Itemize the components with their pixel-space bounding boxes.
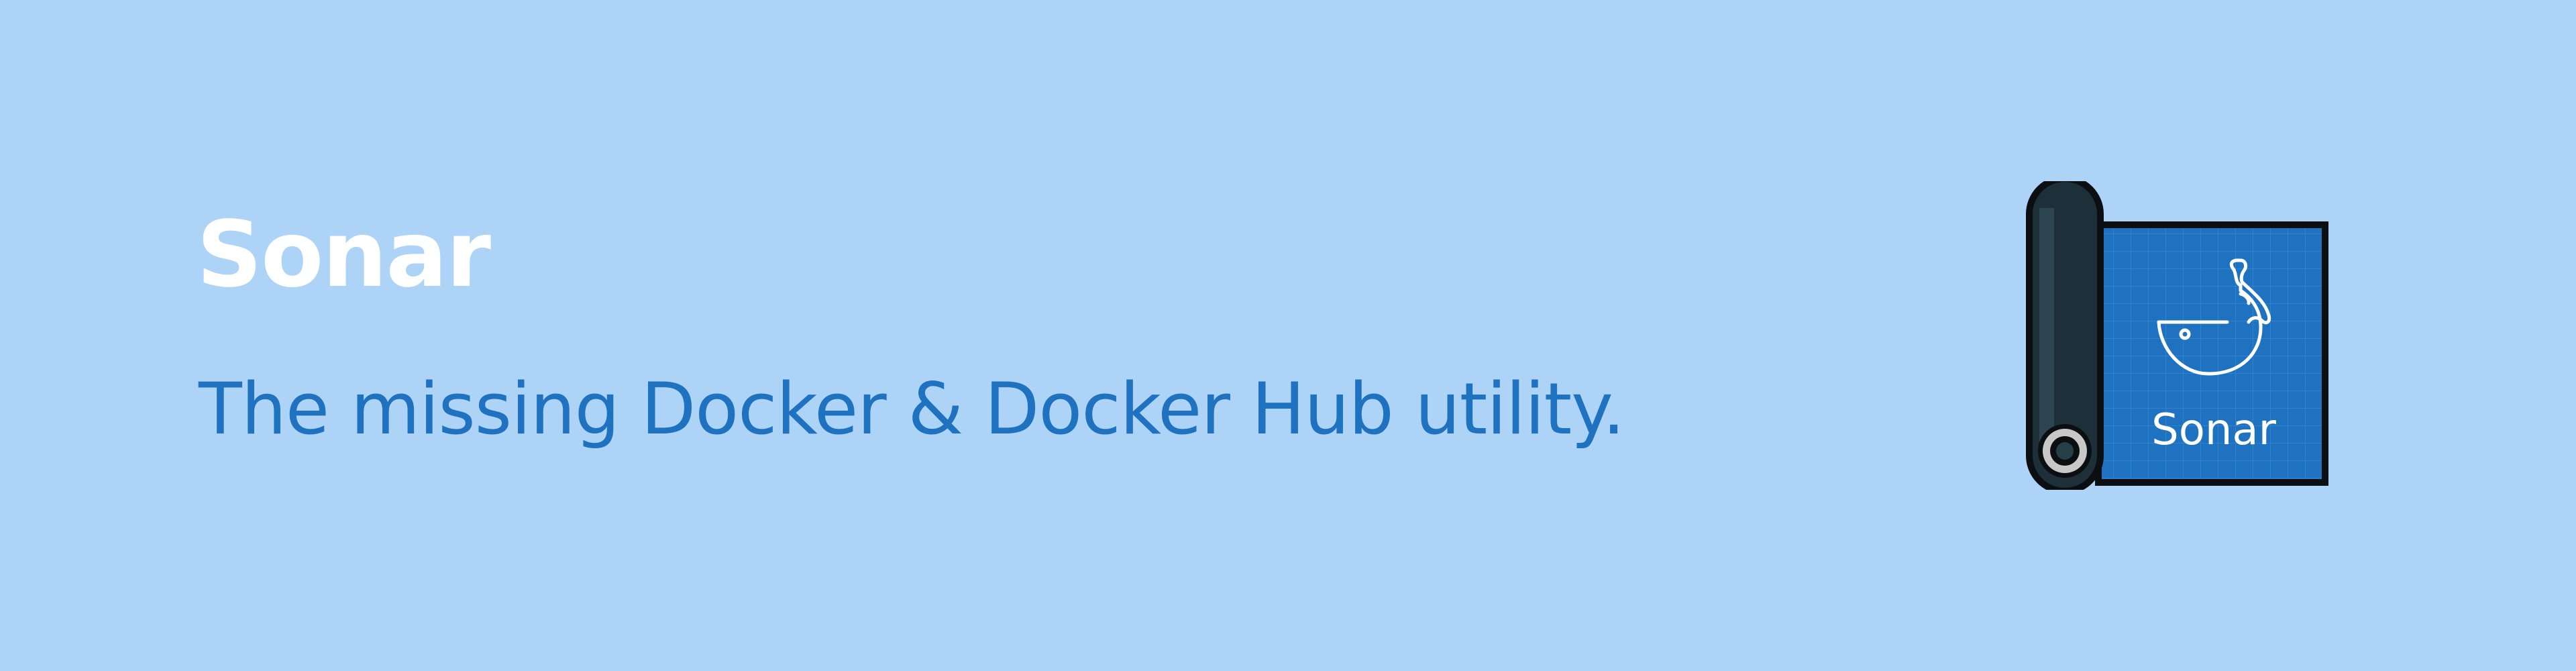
logo-label: Sonar <box>2151 405 2277 455</box>
whale-icon <box>2157 258 2271 376</box>
app-tagline: The missing Docker & Docker Hub utility. <box>199 368 1625 450</box>
blueprint-scroll-whale-icon: Sonar <box>2026 181 2328 490</box>
app-title: Sonar <box>197 202 491 308</box>
sonar-logo: Sonar <box>2026 181 2334 490</box>
blueprint-sheet <box>2095 221 2328 486</box>
scroll-roll <box>2026 181 2104 490</box>
